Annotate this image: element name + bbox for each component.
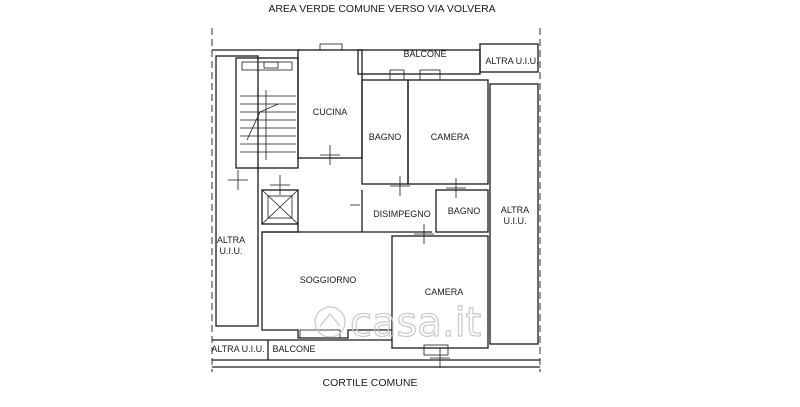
room-label-altra-right-1: ALTRA (501, 205, 529, 215)
building-outline (211, 28, 541, 372)
room-label-cucina: CUCINA (313, 107, 348, 117)
header-label: AREA VERDE COMUNE VERSO VIA VOLVERA (268, 3, 495, 15)
footer-label: CORTILE COMUNE (323, 377, 418, 389)
room-label-altra-right-2: U.I.U. (503, 216, 526, 226)
apartment-walls (212, 43, 539, 360)
watermark-text: casa.it (350, 300, 481, 346)
room-label-balcone-bottom: BALCONE (272, 344, 315, 354)
room-label-altra-left-2: U.I.U. (219, 246, 242, 256)
room-label-altra-bottom-left: ALTRA U.I.U. (211, 344, 264, 354)
room-label-bagno-small: BAGNO (448, 206, 481, 216)
room-label-balcone-top: BALCONE (403, 49, 446, 59)
room-label-soggiorno: SOGGIORNO (300, 275, 357, 285)
room-label-disimpegno: DISIMPEGNO (373, 209, 431, 219)
room-label-altra-left-1: ALTRA (217, 235, 245, 245)
casa-it-watermark: casa.it (314, 299, 482, 347)
room-label-camera-top: CAMERA (431, 132, 470, 142)
room-label-bagno-top: BAGNO (369, 132, 402, 142)
window-marks (228, 43, 466, 368)
stairwell (235, 57, 299, 225)
room-label-camera-bottom: CAMERA (425, 287, 464, 297)
room-label-altra-top-right: ALTRA U.I.U. (485, 56, 538, 66)
